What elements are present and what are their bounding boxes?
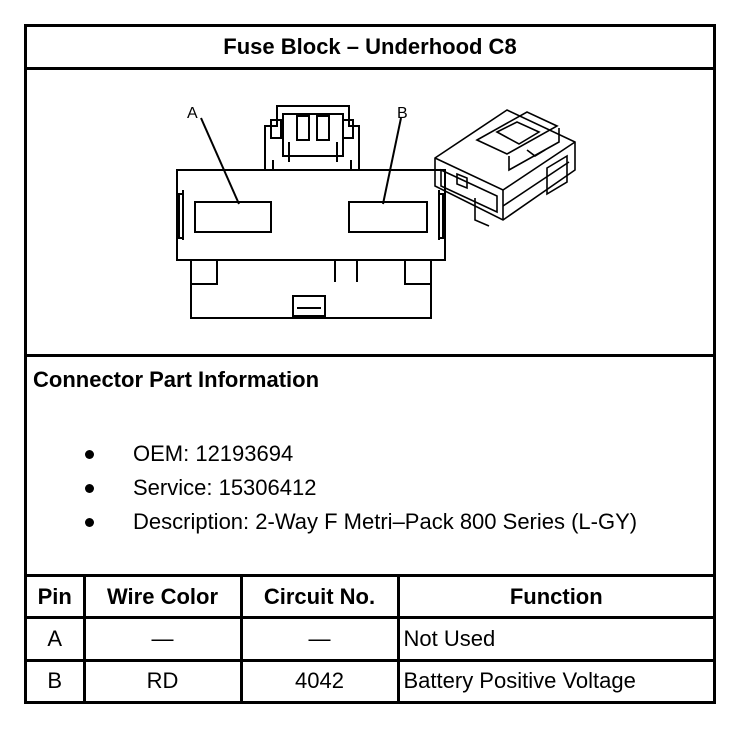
connector-sheet: Fuse Block – Underhood C8 bbox=[24, 24, 716, 704]
pin-a-callout: A bbox=[187, 105, 198, 122]
circuit-cell: — bbox=[239, 616, 400, 662]
connector-drawing: A B bbox=[176, 105, 576, 319]
pin-b-callout: B bbox=[397, 105, 408, 122]
leader-line-b bbox=[382, 117, 402, 205]
circuit-cell: 4042 bbox=[239, 658, 400, 701]
list-item: OEM: 12193694 bbox=[27, 437, 713, 471]
cavity-a bbox=[194, 201, 272, 233]
table-row: A — — Not Used bbox=[27, 616, 713, 662]
wire-color-cell: — bbox=[82, 616, 243, 662]
page-title: Fuse Block – Underhood C8 bbox=[27, 27, 713, 70]
list-item: Service: 15306412 bbox=[27, 471, 713, 505]
wire-color-cell: RD bbox=[82, 658, 243, 701]
connector-front-view bbox=[176, 105, 446, 319]
column-header-wire-color: Wire Color bbox=[82, 577, 243, 620]
connector-part-information: Connector Part Information OEM: 12193694… bbox=[27, 357, 713, 577]
bullet-icon bbox=[85, 518, 94, 527]
cavity-b bbox=[348, 201, 428, 233]
service-part-number: Service: 15306412 bbox=[133, 475, 317, 500]
column-header-function: Function bbox=[396, 577, 713, 620]
column-header-circuit: Circuit No. bbox=[239, 577, 400, 620]
connector-isometric-view bbox=[434, 109, 576, 227]
connector-description: Description: 2-Way F Metri–Pack 800 Seri… bbox=[133, 509, 638, 534]
pinout-table: Pin Wire Color Circuit No. Function A — … bbox=[27, 577, 713, 701]
list-item: Description: 2-Way F Metri–Pack 800 Seri… bbox=[27, 505, 713, 539]
bullet-icon bbox=[85, 450, 94, 459]
oem-part-number: OEM: 12193694 bbox=[133, 441, 294, 466]
leader-line-a bbox=[200, 117, 240, 205]
pin-cell: A bbox=[27, 616, 86, 662]
bullet-icon bbox=[85, 484, 94, 493]
connector-info-list: OEM: 12193694 Service: 15306412 Descript… bbox=[27, 437, 713, 539]
function-cell: Battery Positive Voltage bbox=[396, 658, 713, 701]
table-header-row: Pin Wire Color Circuit No. Function bbox=[27, 577, 713, 620]
column-header-pin: Pin bbox=[27, 577, 86, 620]
connector-diagram: A B bbox=[27, 70, 713, 357]
connector-info-heading: Connector Part Information bbox=[33, 367, 320, 392]
function-cell: Not Used bbox=[396, 616, 713, 662]
pin-cell: B bbox=[27, 658, 86, 701]
table-row: B RD 4042 Battery Positive Voltage bbox=[27, 658, 713, 701]
